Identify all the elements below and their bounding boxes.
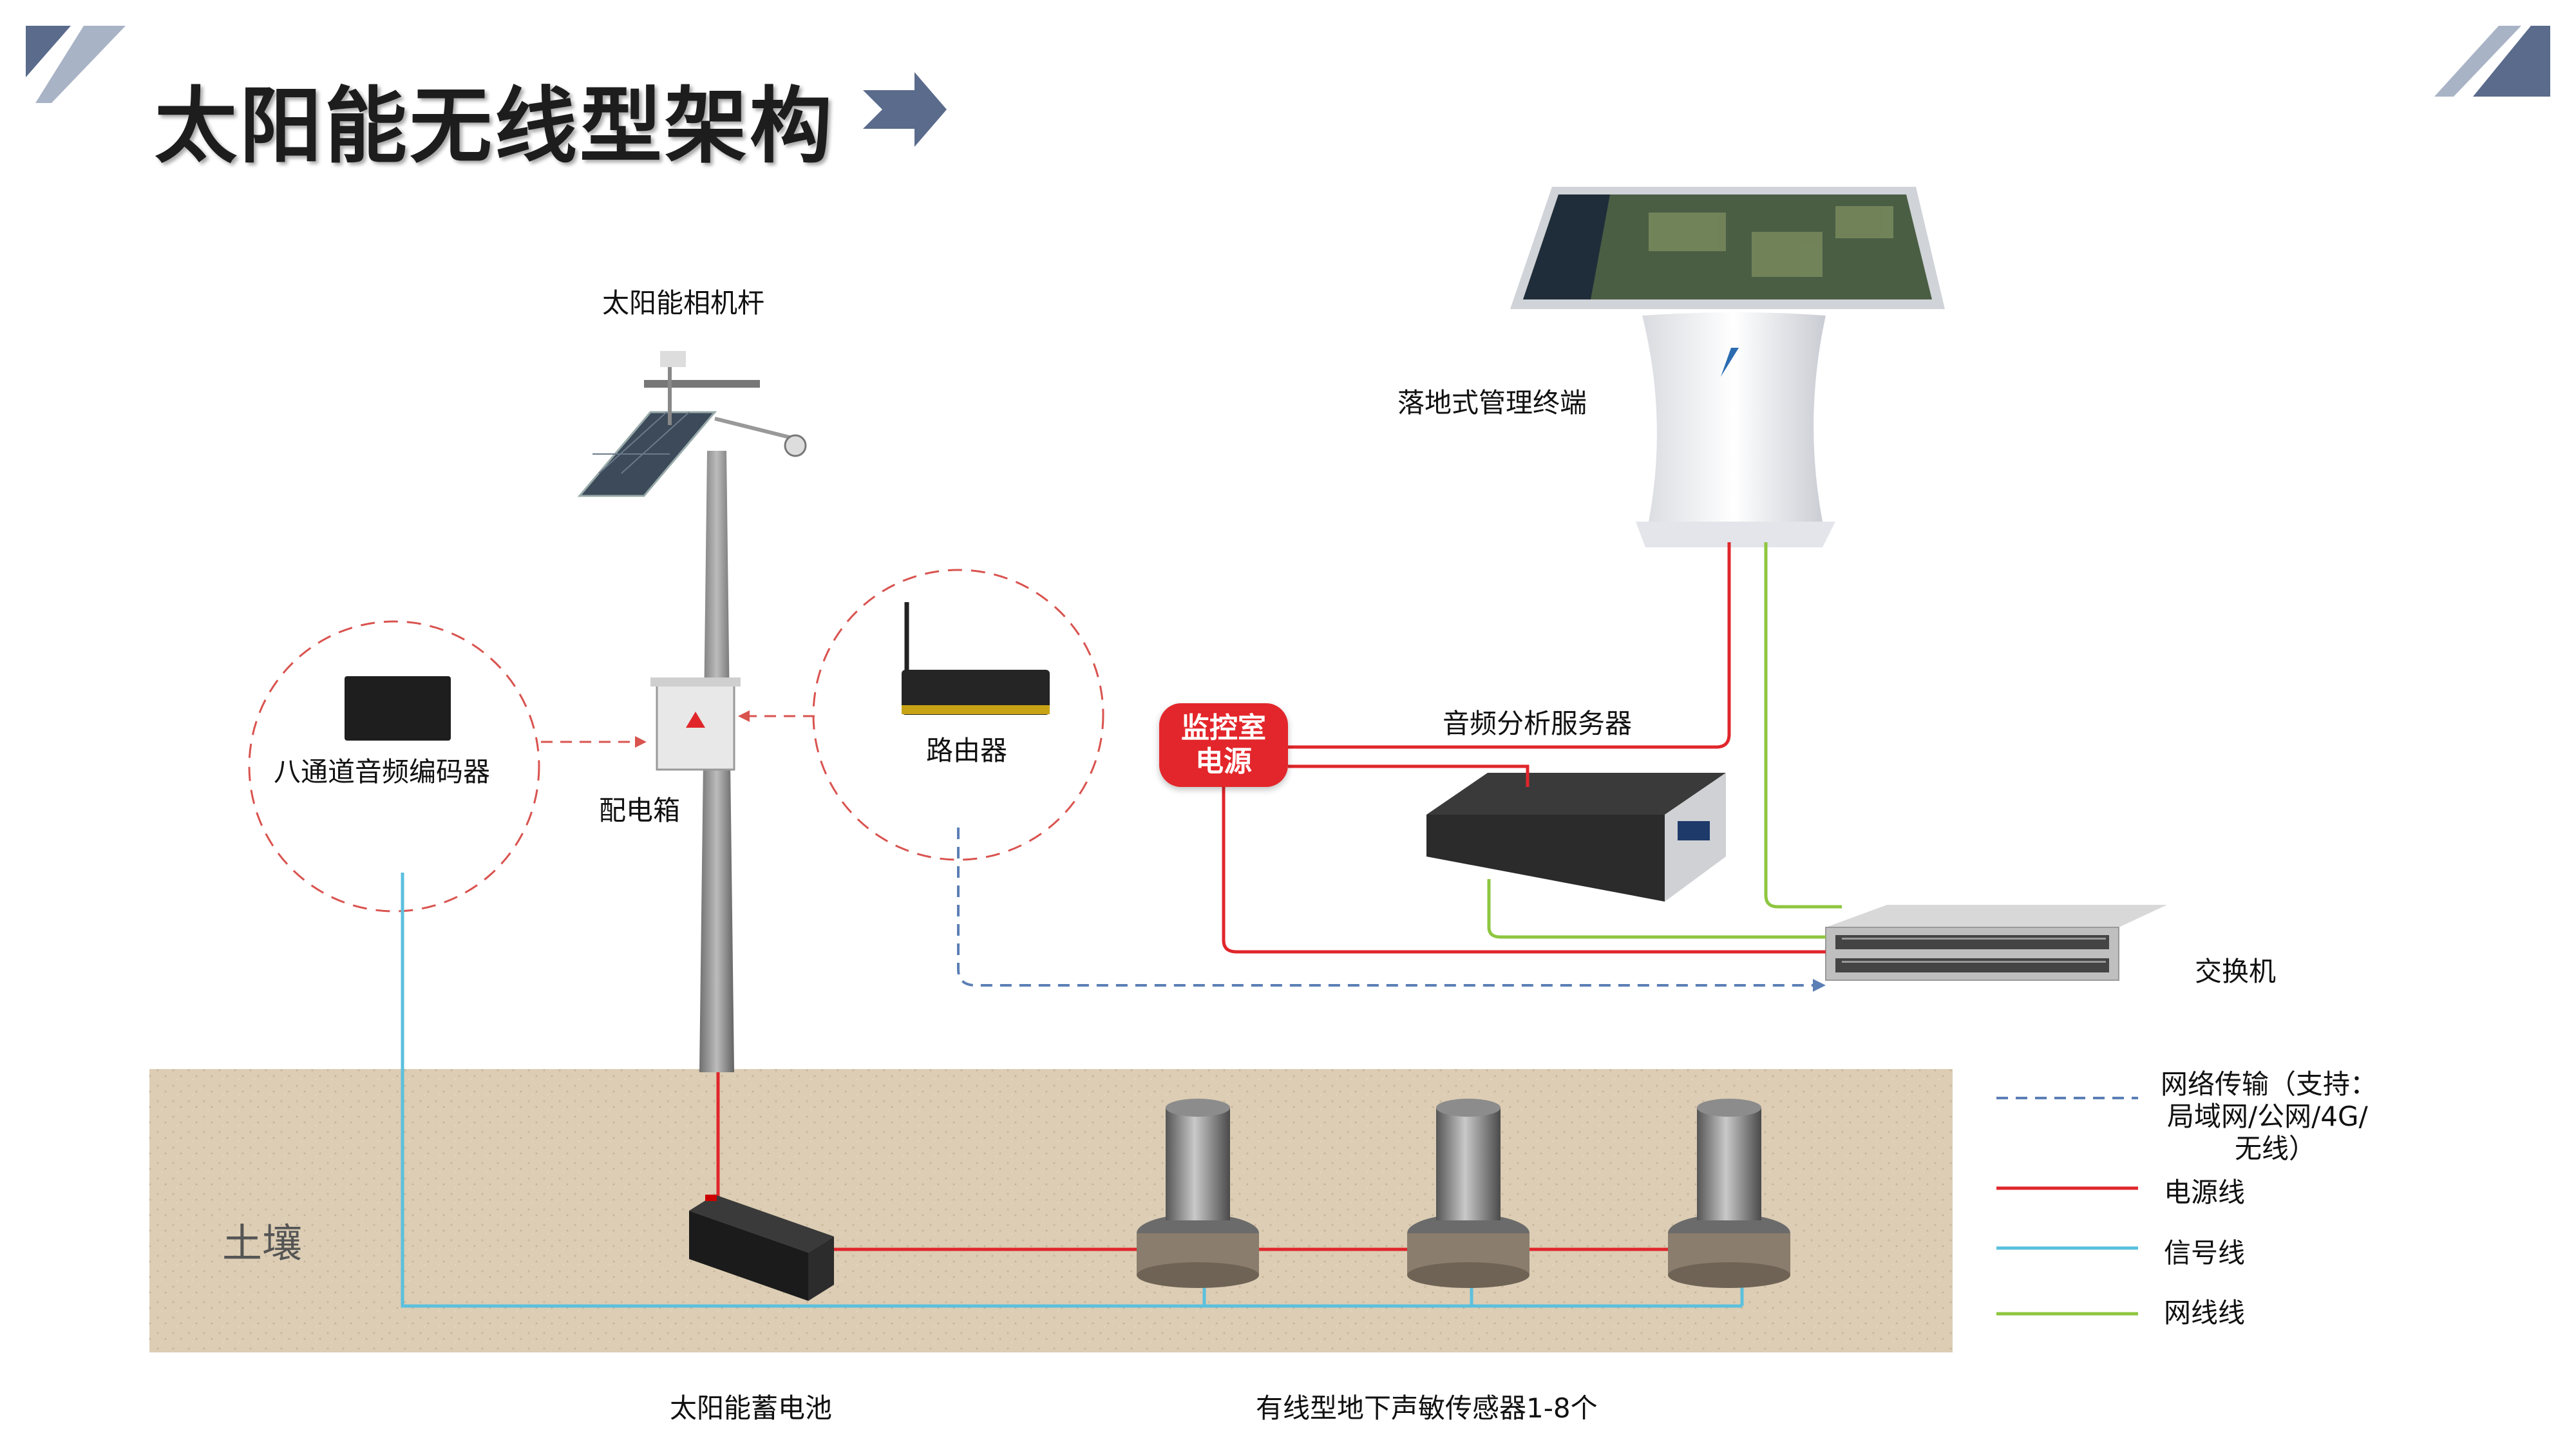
- legend-network-line3: 无线）: [2235, 1133, 2316, 1164]
- audio-server-label: 音频分析服务器: [1443, 708, 1633, 739]
- power-room-line1: 监控室: [1181, 712, 1266, 744]
- camera-pole-label: 太阳能相机杆: [602, 287, 765, 319]
- net-lines: [1487, 542, 1842, 939]
- router-device: [902, 602, 1050, 715]
- soil-ground: [149, 1069, 1953, 1352]
- title-arrow-icon: [863, 72, 947, 147]
- terminal-label: 落地式管理终端: [1397, 387, 1587, 419]
- distribution-box-label: 配电箱: [599, 795, 681, 826]
- power-room-badge: 监控室 电源: [1159, 703, 1288, 787]
- router-circle: [812, 569, 1104, 861]
- underground-sensors: [1137, 1099, 1790, 1288]
- power-lines: [716, 542, 1826, 1251]
- legend-network-line1: 网络传输（支持：: [2161, 1068, 2378, 1100]
- kiosk-terminal: [1510, 187, 1945, 547]
- audio-server-device: [1426, 773, 1726, 902]
- switch-label: 交换机: [2195, 956, 2277, 987]
- network-transmission-line: [957, 828, 1815, 987]
- encoder-circle: [248, 620, 540, 913]
- legend-lines: [1996, 1097, 2138, 1316]
- distribution-box: [650, 677, 741, 771]
- legend-power: 电源线: [2164, 1177, 2246, 1208]
- encoder-device: [345, 676, 451, 741]
- sensors-label: 有线型地下声敏传感器1-8个: [1256, 1392, 1598, 1424]
- battery-label: 太阳能蓄电池: [670, 1392, 833, 1424]
- battery-device: [689, 1195, 834, 1301]
- legend-net: 网线线: [2164, 1297, 2246, 1329]
- page-title: 太阳能无线型架构: [155, 79, 835, 175]
- legend-signal: 信号线: [2164, 1237, 2246, 1269]
- power-room-line2: 电源: [1195, 745, 1252, 778]
- legend-network-line2: 局域网/公网/4G/: [2167, 1101, 2368, 1132]
- corner-stripe-icon: [26, 26, 2550, 103]
- switch-device: [1825, 905, 2167, 981]
- encoder-label: 八通道音频编码器: [274, 756, 491, 788]
- router-label: 路由器: [926, 735, 1008, 766]
- soil-label: 土壤: [222, 1220, 303, 1267]
- solar-camera-pole: [577, 351, 807, 1072]
